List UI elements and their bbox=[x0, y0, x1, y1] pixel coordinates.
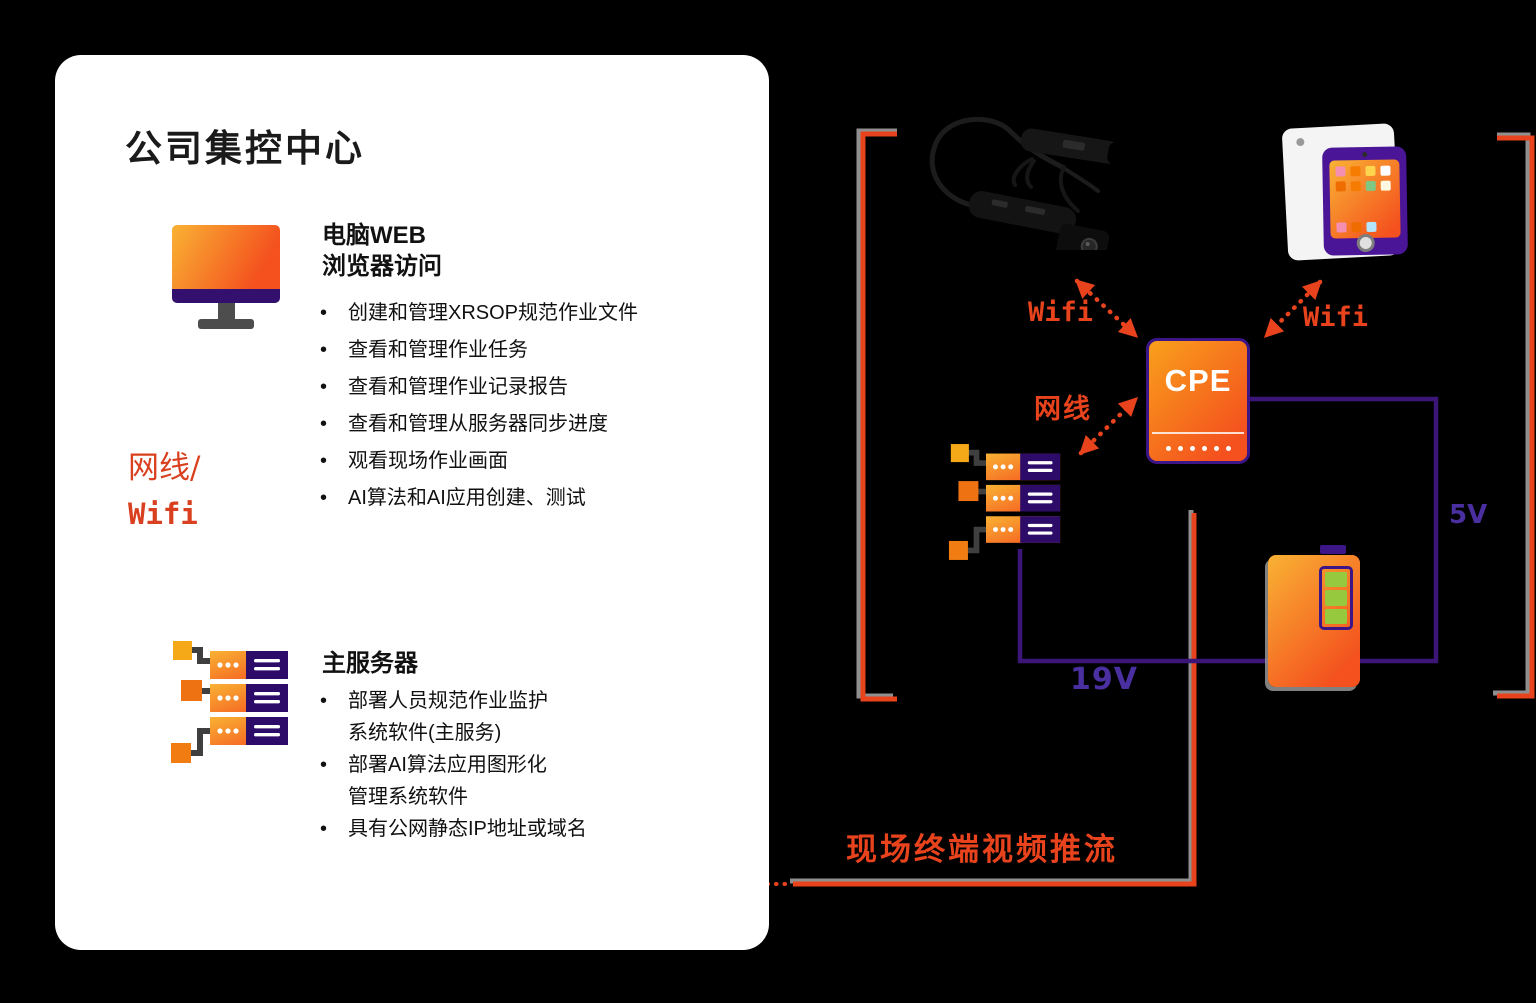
cpe-label: CPE bbox=[1164, 363, 1232, 398]
list-item: •查看和管理作业记录报告 bbox=[320, 376, 568, 398]
wifi-right-label: Wifi bbox=[1303, 302, 1369, 333]
smart-glasses-icon bbox=[929, 116, 1125, 250]
lan-wifi-label: 网线/ Wifi bbox=[128, 450, 201, 531]
list-item: •AI算法和AI应用创建、测试 bbox=[320, 487, 586, 509]
cpe-device-icon: CPE bbox=[1146, 338, 1250, 464]
list-item: • 具有公网静态IP地址或域名 bbox=[320, 818, 587, 840]
lan-arrow bbox=[1078, 396, 1139, 456]
main-server-bullets: • 部署人员规范作业监护 系统软件(主服务) • 部署AI算法应用图形化 管理系… bbox=[320, 685, 587, 845]
lan-label: 网线 bbox=[1034, 394, 1092, 424]
page-title: 公司集控中心 bbox=[125, 128, 365, 169]
tablet-screen bbox=[1329, 159, 1401, 239]
tablet-icon bbox=[1281, 118, 1415, 266]
main-server-icon bbox=[171, 641, 288, 763]
stream-line-shadow bbox=[790, 510, 1194, 884]
wifi-right-arrow bbox=[1263, 279, 1323, 339]
stream-label: 现场终端视频推流 bbox=[846, 832, 1118, 867]
camera-dot-icon bbox=[1362, 151, 1368, 158]
stream-solid-line bbox=[793, 513, 1197, 887]
left-bracket bbox=[860, 131, 897, 702]
tablet-front bbox=[1322, 146, 1408, 256]
list-item: •创建和管理XRSOP规范作业文件 bbox=[320, 302, 639, 324]
web-access-bullets: •创建和管理XRSOP规范作业文件 •查看和管理作业任务 •查看和管理作业记录报… bbox=[320, 295, 638, 517]
power-wire bbox=[1017, 396, 1439, 664]
list-item: •查看和管理作业任务 bbox=[320, 339, 528, 361]
right-bracket-shadow bbox=[1493, 132, 1531, 696]
list-item: • 部署AI算法应用图形化 管理系统软件 bbox=[320, 754, 547, 808]
monitor-icon bbox=[172, 225, 280, 329]
power-19v-label: 19V bbox=[1070, 662, 1138, 697]
list-item: •查看和管理从服务器同步进度 bbox=[320, 413, 608, 435]
control-center-card: 公司集控中心 电脑WEB 浏览器访问 •创建和管理XRSOP规范作业文件 •查看… bbox=[55, 55, 769, 950]
home-button-icon bbox=[1356, 233, 1375, 253]
battery-icon bbox=[1268, 545, 1360, 687]
cpe-indicator-dots bbox=[1149, 446, 1247, 451]
main-server-heading: 主服务器 bbox=[322, 650, 418, 677]
list-item: • 部署人员规范作业监护 系统软件(主服务) bbox=[320, 690, 548, 744]
wifi-left-label: Wifi bbox=[1028, 297, 1094, 328]
battery-charge-bars bbox=[1319, 566, 1353, 630]
left-bracket-shadow bbox=[856, 128, 897, 699]
field-server-icon bbox=[948, 444, 1061, 560]
web-access-heading: 电脑WEB 浏览器访问 bbox=[322, 222, 442, 280]
right-bracket bbox=[1497, 135, 1535, 699]
power-5v-label: 5V bbox=[1449, 500, 1488, 530]
list-item: •观看现场作业画面 bbox=[320, 450, 508, 472]
